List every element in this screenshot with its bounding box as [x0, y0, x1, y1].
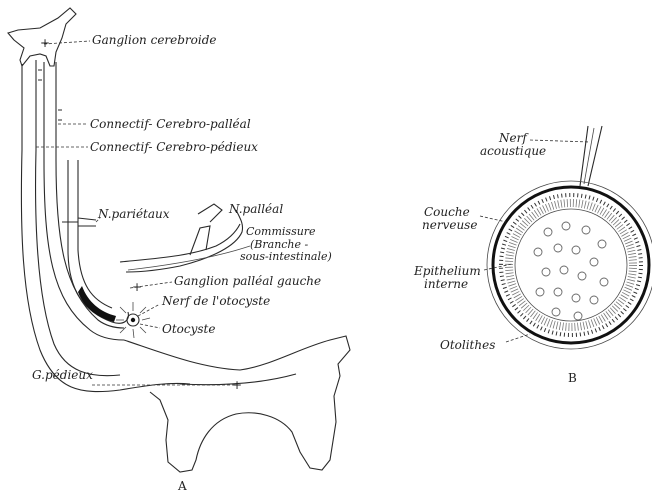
nerf-acoustique-inner [584, 128, 594, 184]
otocyste [116, 302, 150, 338]
connectif-marks [38, 70, 62, 120]
otolithes [534, 222, 608, 320]
lumen-edge [515, 209, 627, 321]
leader-otocyste [140, 324, 160, 328]
commissure-line [128, 246, 250, 270]
caption-a: A [177, 479, 187, 493]
figure-a-labels: Ganglion cerebroide Connectif- Cerebro-p… [32, 33, 332, 493]
plus-pedieux: + [232, 378, 242, 392]
label-nerveuse: nerveuse [422, 218, 477, 232]
couche-nerveuse [501, 195, 641, 335]
label-otocyste: Otocyste [162, 322, 215, 336]
epithelium-interne [509, 203, 633, 327]
otocyst-wall [493, 187, 649, 343]
plus-palleal: + [132, 280, 142, 294]
leader-nerf [530, 140, 590, 142]
label-couche: Couche [424, 205, 470, 219]
label-otolithes: Otolithes [440, 338, 495, 352]
label-ganglion-palleal-gauche: Ganglion palléal gauche [174, 274, 321, 288]
otolith [598, 240, 606, 248]
ganglion-palleal-loop [68, 160, 128, 323]
otolith [536, 288, 544, 296]
otolith [590, 258, 598, 266]
label-n-palleal: N.palléal [228, 202, 283, 216]
plus-cerebroide: + [40, 36, 50, 50]
connectif-palleal-edge [56, 62, 124, 328]
leader-ganglion-cerebroide [44, 41, 90, 44]
otolith [582, 226, 590, 234]
ganglion-pedieux-shape [124, 336, 350, 472]
label-epithelium: Epithelium [413, 264, 481, 278]
otolith [560, 266, 568, 274]
label-g-pedieux: G.pédieux [32, 368, 93, 382]
otolith [534, 248, 542, 256]
ganglion-palleal-loop-inner [78, 160, 112, 308]
otolith [542, 268, 550, 276]
otocyste-core [131, 318, 135, 322]
otolith [544, 228, 552, 236]
otolith [554, 244, 562, 252]
otolith [600, 278, 608, 286]
otolith [578, 272, 586, 280]
leader-nerf-otocyste [138, 304, 160, 316]
n-parietaux-branch [62, 218, 96, 226]
otolith [572, 294, 580, 302]
caption-b: B [568, 371, 577, 385]
label-commissure: Commissure [246, 225, 316, 238]
n-palleal-fork [190, 204, 222, 255]
label-acoustique: acoustique [480, 144, 546, 158]
otolith [554, 288, 562, 296]
label-interne: interne [424, 277, 468, 291]
label-nerf: Nerf [498, 131, 529, 145]
label-n-parietaux: N.pariétaux [97, 207, 170, 221]
otolith [572, 246, 580, 254]
otolith [574, 312, 582, 320]
label-sous-intestinale: sous-intestinale) [240, 250, 332, 263]
otolith [552, 308, 560, 316]
figure-b-drawing [487, 126, 652, 349]
label-nerf-otocyste: Nerf de l'otocyste [161, 294, 270, 308]
nerf-acoustique-shape [580, 126, 602, 186]
label-connectif-pedieux: Connectif- Cerebro-pédieux [90, 140, 258, 154]
otolith [562, 222, 570, 230]
otolith [590, 296, 598, 304]
leader-otolithes [506, 334, 530, 342]
label-connectif-palleal: Connectif- Cerebro-palléal [90, 117, 251, 131]
label-ganglion-cerebroide: Ganglion cerebroide [92, 33, 217, 47]
